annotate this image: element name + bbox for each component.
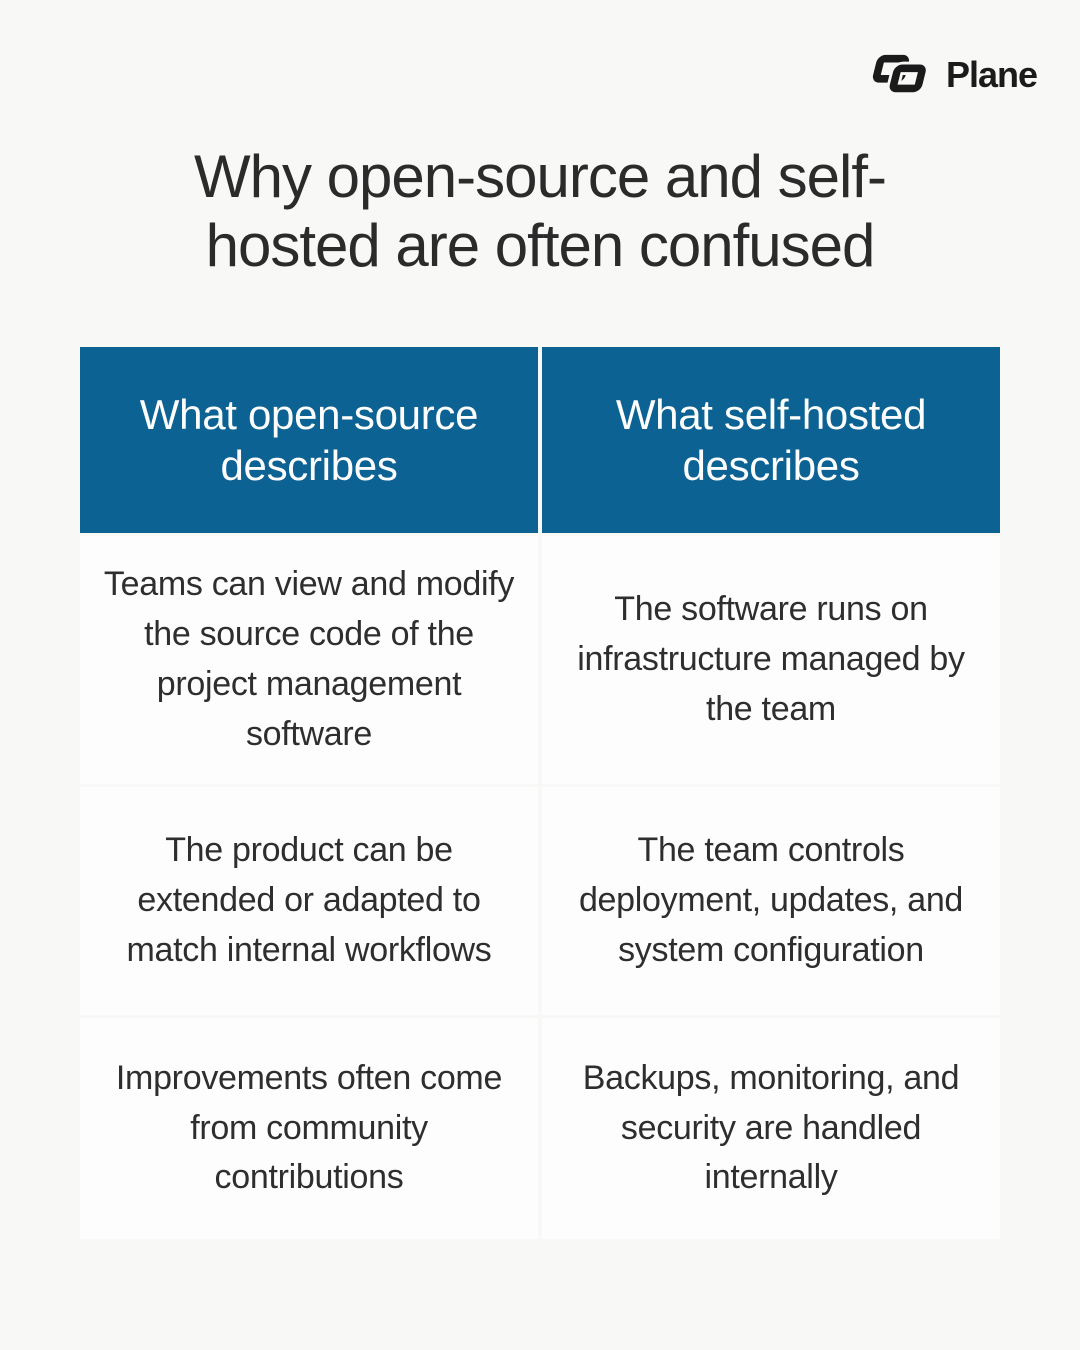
plane-logo-icon [872, 52, 936, 98]
page-title-line-1: Why open-source and self- [193, 143, 887, 210]
table-header-self-hosted: What self-hosted describes [542, 347, 1000, 533]
brand-logo: Plane [872, 52, 1038, 98]
table-cell-self-hosted-2: The team controls deployment, updates, a… [542, 787, 1000, 1015]
page-title: Why open-source and self- hosted are oft… [0, 142, 1080, 280]
comparison-table: What open-source describes What self-hos… [80, 347, 1000, 1239]
table-cell-self-hosted-3: Backups, monitoring, and security are ha… [542, 1018, 1000, 1239]
page-title-line-2: hosted are often confused [205, 212, 876, 279]
table-cell-open-source-2: The product can be extended or adapted t… [80, 787, 538, 1015]
table-row: Teams can view and modify the source cod… [80, 536, 1000, 784]
brand-name: Plane [945, 54, 1038, 95]
table-cell-open-source-3: Improvements often come from community c… [80, 1018, 538, 1239]
table-row: Improvements often come from community c… [80, 1018, 1000, 1239]
table-row: The product can be extended or adapted t… [80, 787, 1000, 1015]
table-cell-open-source-1: Teams can view and modify the source cod… [80, 536, 538, 784]
table-header-open-source: What open-source describes [80, 347, 538, 533]
table-cell-self-hosted-1: The software runs on infrastructure mana… [542, 536, 1000, 784]
table-header-row: What open-source describes What self-hos… [80, 347, 1000, 533]
